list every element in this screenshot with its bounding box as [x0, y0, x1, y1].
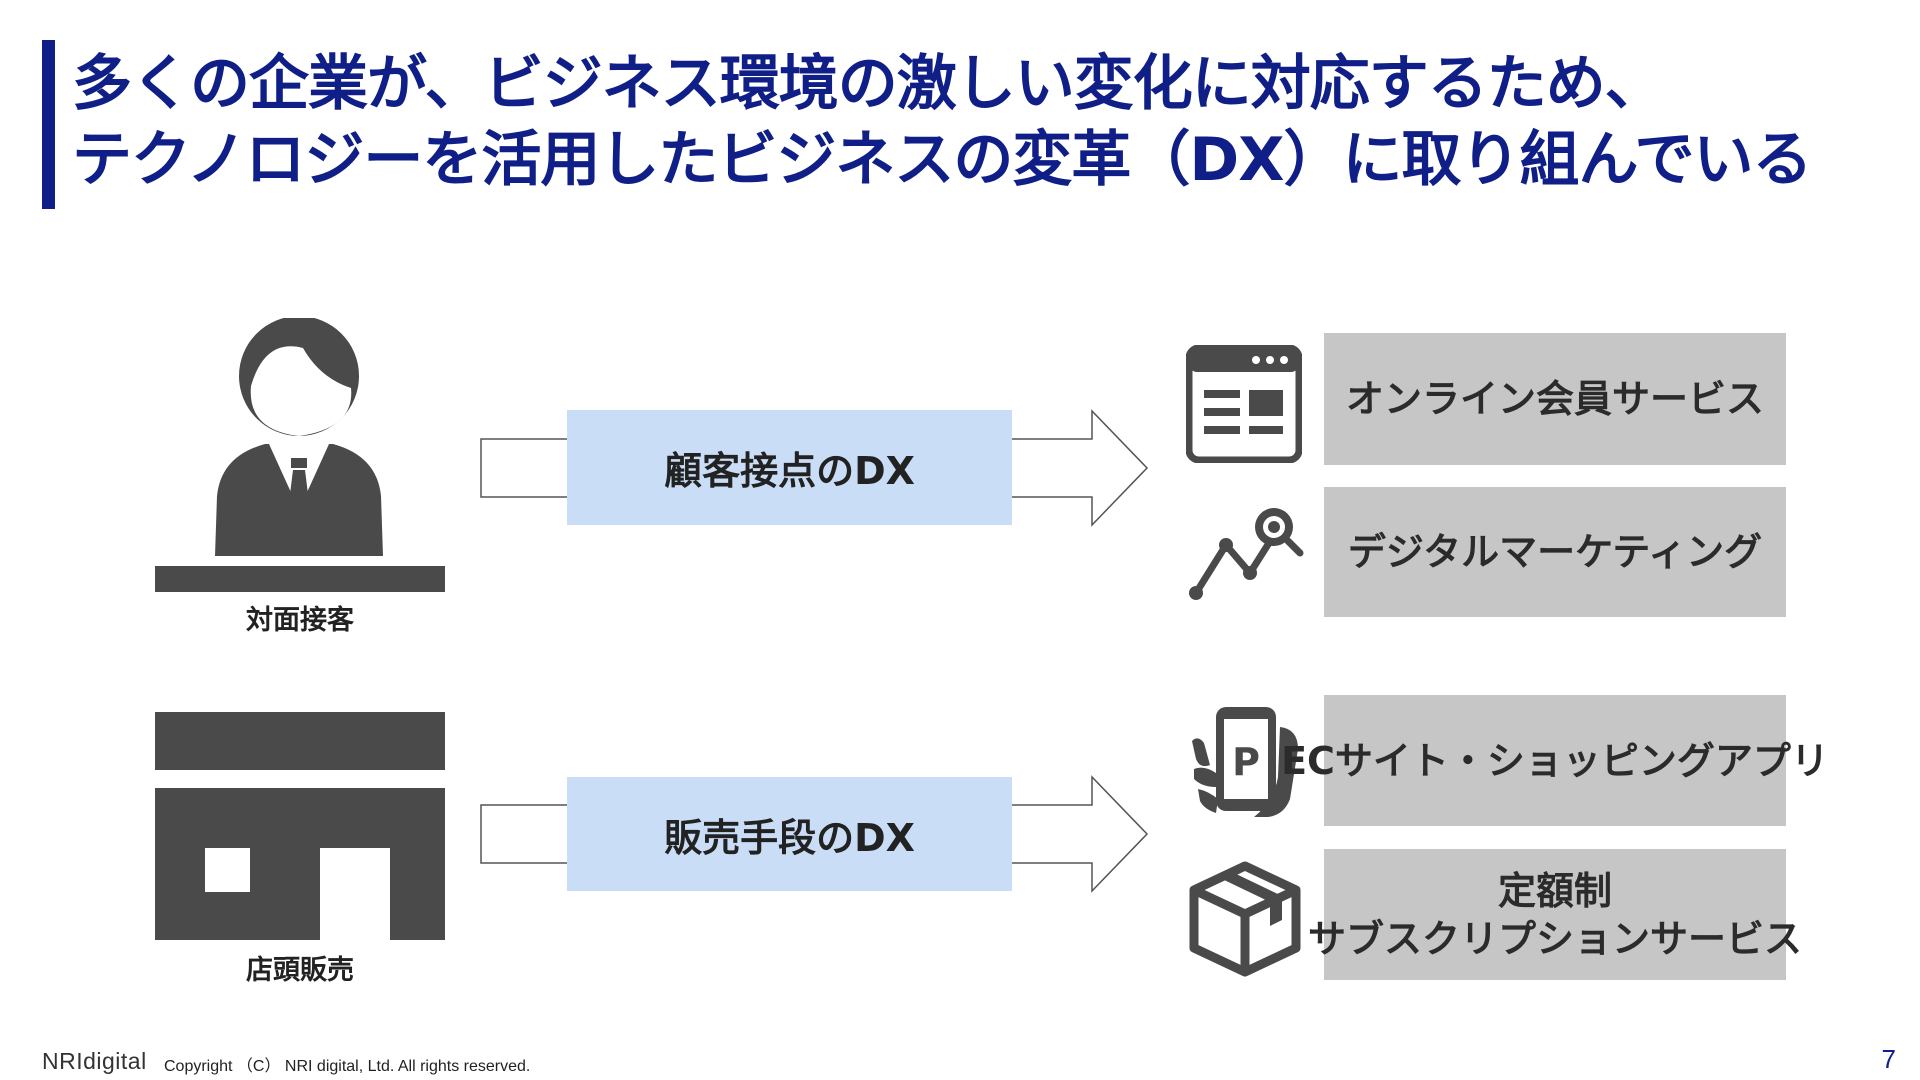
businessman-at-desk-icon — [155, 318, 445, 592]
analytics-chart-search-icon — [1189, 508, 1304, 600]
service-box-online-membership: オンライン会員サービス — [1324, 333, 1786, 465]
service-label: オンライン会員サービス — [1345, 377, 1764, 421]
row-1-dx-box: 顧客接点のDX — [567, 410, 1012, 525]
title-accent-bar — [42, 40, 55, 209]
service-label-line-1: 定額制 — [1497, 868, 1612, 913]
service-label-line-2: サブスクリプションサービス — [1308, 916, 1803, 961]
title-line-1: 多くの企業が、ビジネス環境の激しい変化に対応するため、 — [72, 49, 1665, 119]
service-label: デジタルマーケティング — [1347, 530, 1763, 574]
service-box-subscription: 定額制 サブスクリプションサービス — [1308, 849, 1802, 980]
title-line-2: テクノロジーを活用したビジネスの変革（DX）に取り組んでいる — [72, 125, 1812, 195]
service-box-ec-shopping-app: ECサイト・ショッピングアプリ — [1281, 695, 1829, 826]
copyright-text: Copyright （C） NRI digital, Ltd. All righ… — [164, 1058, 531, 1075]
package-box-icon — [1189, 861, 1301, 977]
smartphone-payment-icon: P — [1192, 707, 1298, 817]
row-2-source-label: 店頭販売 — [246, 955, 354, 986]
svg-text:P: P — [1232, 740, 1260, 784]
row-1-source-label: 対面接客 — [246, 605, 354, 636]
page-number: 7 — [1881, 1044, 1896, 1074]
storefront-icon — [155, 712, 445, 940]
service-label: ECサイト・ショッピングアプリ — [1281, 738, 1829, 783]
page-title: 多くの企業が、ビジネス環境の激しい変化に対応するため、 テクノロジーを活用したビ… — [72, 46, 1872, 198]
service-box-digital-marketing: デジタルマーケティング — [1324, 487, 1786, 617]
browser-window-icon — [1186, 345, 1302, 463]
company-logo: NRIdigital — [42, 1048, 147, 1074]
row-2-dx-box: 販売手段のDX — [567, 777, 1012, 891]
